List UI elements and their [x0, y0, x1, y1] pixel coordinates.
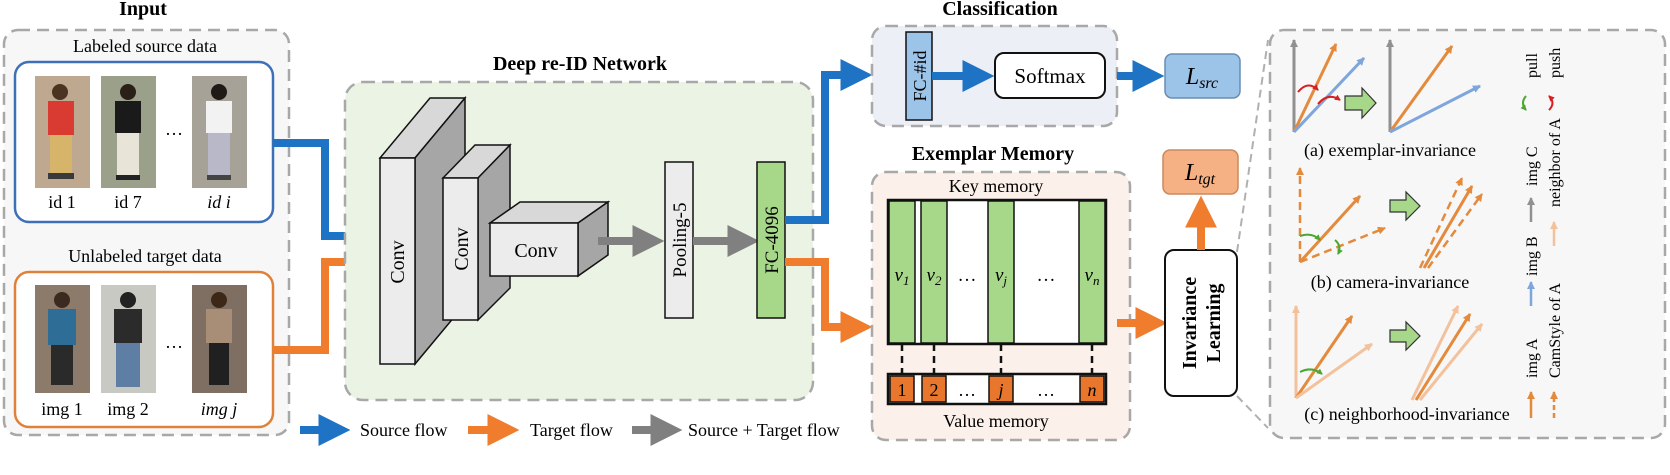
invariance-label-line2: Learning — [1203, 284, 1225, 363]
value-slot-ellipsis-1: … — [958, 380, 976, 400]
legend-push-icon — [1548, 95, 1555, 111]
key-slot-ellipsis-1: … — [958, 265, 977, 286]
panel-b-before — [1296, 167, 1386, 264]
legend-camstyle: CamStyle of A — [1547, 282, 1564, 378]
legend-push: push — [1547, 48, 1564, 78]
labeled-id-2: id 7 — [114, 192, 142, 212]
source-flow-arrow-to-classification — [785, 59, 873, 224]
panel-a-caption: (a) exemplar-invariance — [1304, 140, 1476, 161]
key-value-links — [900, 344, 1094, 374]
unlabeled-id-3: img j — [201, 399, 238, 419]
target-flow-arrow-to-memory — [785, 258, 873, 343]
invariance-detail-panel — [1268, 28, 1667, 440]
fc4096-block — [756, 161, 786, 319]
labeled-ellipsis: … — [165, 119, 183, 139]
panel-c-transform-arrow — [1389, 320, 1421, 352]
pooling-label: Pooling-5 — [670, 203, 691, 278]
labeled-id-1: id 1 — [48, 192, 76, 212]
panel-a-after — [1386, 39, 1481, 134]
panel-a-before — [1290, 39, 1366, 134]
panel-b-after — [1418, 177, 1484, 269]
memory-title: Exemplar Memory — [912, 143, 1074, 165]
key-slot-ellipsis-2: … — [1037, 265, 1056, 286]
loss-src-box — [1164, 53, 1241, 99]
panel-c-caption: (c) neighborhood-invariance — [1304, 404, 1509, 425]
fc4096-label: FC-4096 — [762, 206, 783, 274]
labeled-title: Labeled source data — [73, 36, 217, 56]
legend-neighbor: neighbor of A — [1547, 118, 1564, 207]
loss-tgt-label: Ltgt — [1184, 160, 1216, 188]
invariance-label-line1: Invariance — [1179, 277, 1201, 369]
legend-img-b: img B — [1524, 236, 1541, 276]
unlabeled-id-2: img 2 — [107, 399, 149, 419]
value-slot-2: 2 — [930, 380, 939, 400]
network-title: Deep re-ID Network — [493, 53, 668, 75]
labeled-person-2 — [101, 76, 156, 188]
labeled-person-3 — [192, 76, 247, 188]
legend-pull: pull — [1524, 53, 1541, 78]
unlabeled-person-2 — [101, 285, 156, 393]
legend-both-label: Source + Target flow — [688, 420, 840, 440]
panel-c-before — [1292, 305, 1373, 400]
unlabeled-id-1: img 1 — [41, 399, 83, 419]
legend-target-label: Target flow — [530, 420, 613, 440]
unlabeled-ellipsis: … — [165, 332, 183, 352]
value-slot-ellipsis-2: … — [1037, 380, 1055, 400]
loss-src-label: Lsrc — [1185, 64, 1218, 92]
legend-source-label: Source flow — [360, 420, 447, 440]
value-slot-j: j — [996, 380, 1003, 400]
labeled-id-3: id i — [207, 192, 231, 212]
legend-pull-icon — [1520, 95, 1527, 111]
conv-label-2: Conv — [451, 227, 473, 270]
panel-b-transform-arrow — [1389, 190, 1421, 222]
softmax-block — [994, 52, 1106, 99]
input-title: Input — [119, 0, 167, 20]
classification-title: Classification — [942, 0, 1058, 20]
loss-tgt-box — [1162, 149, 1239, 195]
legend-img-a: img A — [1524, 338, 1541, 378]
key-memory-title: Key memory — [949, 176, 1043, 196]
softmax-label: Softmax — [1014, 64, 1086, 88]
panel-b-caption: (b) camera-invariance — [1311, 272, 1469, 293]
conv-label-1: Conv — [387, 240, 409, 283]
key-memory-slots — [888, 200, 1106, 344]
unlabeled-person-1 — [35, 285, 90, 393]
fc-id-label: FC-#id — [910, 50, 930, 101]
conv-label-3: Conv — [514, 240, 557, 262]
unlabeled-person-3 — [192, 285, 247, 393]
panel-a-transform-arrow — [1344, 86, 1377, 120]
value-memory-title: Value memory — [943, 411, 1048, 431]
zoom-line-top — [1236, 39, 1269, 253]
panel-c-after — [1410, 305, 1484, 401]
value-slot-1: 1 — [898, 380, 907, 400]
unlabeled-title: Unlabeled target data — [68, 246, 222, 266]
labeled-person-1 — [35, 76, 90, 188]
conv-block-3 — [487, 200, 611, 278]
zoom-line-bottom — [1236, 395, 1269, 429]
value-slot-n: n — [1088, 380, 1097, 400]
value-memory-slots — [889, 375, 1105, 403]
invariance-learning-block — [1164, 249, 1238, 397]
legend-img-c: img C — [1524, 146, 1541, 186]
